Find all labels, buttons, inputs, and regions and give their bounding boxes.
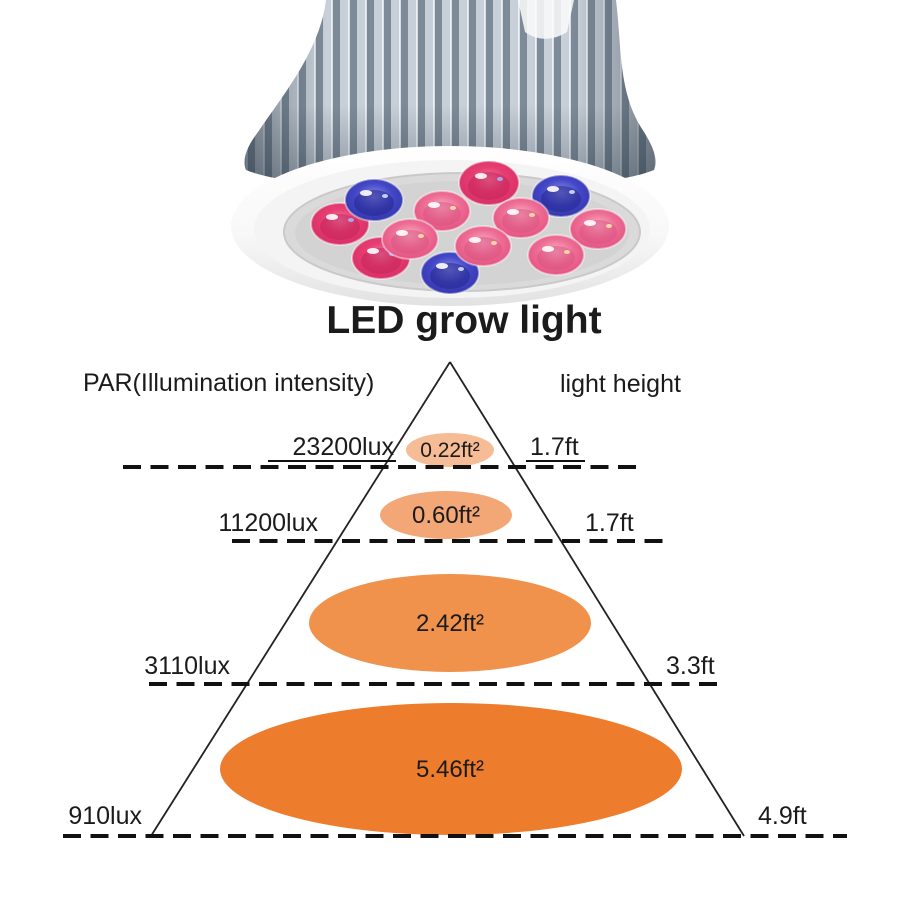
page-title: LED grow light <box>326 299 601 342</box>
led-blue <box>420 251 480 295</box>
lux-label-level2: 11200lux <box>218 509 318 537</box>
height-label-level4: 4.9ft <box>758 802 807 830</box>
led-pink <box>381 218 439 260</box>
led-pink <box>413 190 471 232</box>
lux-label-level3: 3110lux <box>144 652 230 680</box>
grow-light-bulb <box>231 0 669 306</box>
led-crimson <box>458 160 520 206</box>
par-header: PAR(Illumination intensity) <box>83 369 374 397</box>
lux-label-level4: 910lux <box>68 802 142 830</box>
led-array <box>310 160 627 295</box>
bulb-stem <box>518 0 574 39</box>
coverage-diagram: PAR(Illumination intensity) light height… <box>63 361 847 838</box>
height-label-level1: 1.7ft <box>530 433 579 461</box>
led-blue <box>531 174 591 218</box>
light-cone-right-edge <box>449 361 745 837</box>
light-cone-left-edge <box>150 361 451 837</box>
height-label-level2: 1.7ft <box>585 509 634 537</box>
area-label-level1: 0.22ft² <box>420 439 480 462</box>
lux-label-level1: 23200lux <box>293 433 395 461</box>
area-label-level3: 2.42ft² <box>416 610 484 637</box>
led-pink <box>454 225 512 267</box>
led-pink <box>492 197 550 239</box>
height-label-level3: 3.3ft <box>666 652 715 680</box>
led-pink <box>569 208 627 250</box>
coverage-ellipse-level2 <box>380 491 512 539</box>
area-label-level4: 5.46ft² <box>416 756 484 783</box>
area-label-level2: 0.60ft² <box>412 502 480 529</box>
led-blue <box>344 178 404 222</box>
coverage-ellipse-level4 <box>220 703 682 835</box>
coverage-ellipse-level1 <box>406 433 494 467</box>
heatsink-fins <box>244 0 656 191</box>
height-header: light height <box>560 370 681 398</box>
coverage-ellipse-level3 <box>309 574 591 672</box>
led-pink <box>527 234 585 276</box>
